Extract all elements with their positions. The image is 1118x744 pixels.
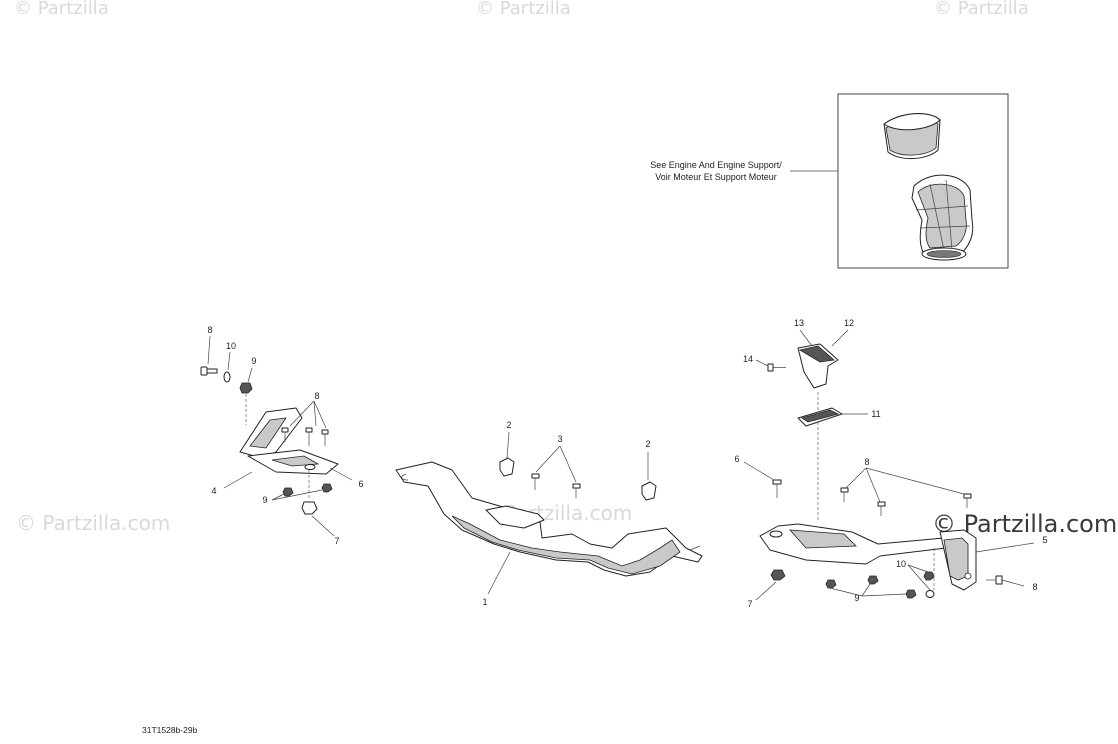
clip-center-2-left xyxy=(499,457,515,477)
callout-right-10: 10 xyxy=(896,559,906,569)
reference-note-line2: Voir Moteur Et Support Moteur xyxy=(655,172,777,182)
nut-right-10b xyxy=(923,571,935,581)
bolt-right-6 xyxy=(772,479,782,498)
nut-right-7 xyxy=(770,569,786,581)
grommet-right-12 xyxy=(797,343,839,389)
callout-right-14: 14 xyxy=(743,354,753,364)
callout-left-6: 6 xyxy=(358,479,363,489)
bracket-right-5 xyxy=(759,523,977,591)
nut-right-9b xyxy=(867,575,879,585)
callout-left-4: 4 xyxy=(211,486,216,496)
callout-left-9-bottom: 9 xyxy=(262,495,267,505)
right-assembly xyxy=(743,329,1035,601)
callout-right-7: 7 xyxy=(747,599,752,609)
watermark-mid-left: © Partzilla.com xyxy=(16,511,170,535)
callout-left-9-top: 9 xyxy=(251,356,256,366)
crossmember-center-1 xyxy=(395,461,703,577)
callout-center-2-right: 2 xyxy=(645,439,650,449)
callout-center-2-left: 2 xyxy=(506,420,511,430)
watermark-top-right: © Partzilla xyxy=(934,0,1029,19)
callout-center-3: 3 xyxy=(557,434,562,444)
intake-duct xyxy=(911,174,974,261)
callout-left-7: 7 xyxy=(334,536,339,546)
callout-left-8-mid: 8 xyxy=(314,391,319,401)
watermark-top-left: © Partzilla xyxy=(14,0,109,19)
callout-left-10: 10 xyxy=(226,341,236,351)
screw-right-14 xyxy=(767,363,786,372)
callout-right-12: 12 xyxy=(844,318,854,328)
bolt-right-8-side xyxy=(986,575,1003,585)
pad-right-11 xyxy=(797,407,843,427)
inset-frame xyxy=(837,93,1009,269)
nut-right-9a xyxy=(825,579,837,589)
nut-right-9c xyxy=(905,589,917,599)
callout-right-5: 5 xyxy=(1042,535,1047,545)
inset-box xyxy=(790,93,1009,269)
callout-right-8-top: 8 xyxy=(864,457,869,467)
clip-center-2-right xyxy=(641,481,657,501)
nut-left-7 xyxy=(301,501,318,515)
callout-left-8: 8 xyxy=(207,325,212,335)
bolt-left-8 xyxy=(200,366,218,376)
callout-right-11: 11 xyxy=(871,409,880,419)
washer-right-10 xyxy=(925,590,935,598)
callout-center-1: 1 xyxy=(482,597,487,607)
intake-cap xyxy=(883,113,941,159)
callout-right-6: 6 xyxy=(734,454,739,464)
callout-right-13: 13 xyxy=(794,318,804,328)
diagram-code: 31T1528b-29b xyxy=(142,725,198,735)
left-assembly xyxy=(200,335,353,537)
bolts-left-8 xyxy=(281,427,329,446)
callout-right-8-bottom: 8 xyxy=(1032,582,1037,592)
screws-center-3 xyxy=(531,473,581,498)
nut-left-9 xyxy=(239,382,253,394)
bolts-right-8 xyxy=(840,487,972,516)
nut-left-9c xyxy=(321,483,333,493)
bracket-left-4 xyxy=(239,407,339,475)
reference-note-line1: See Engine And Engine Support/ xyxy=(650,160,782,170)
watermark-top-center: © Partzilla xyxy=(476,0,571,19)
nut-left-9b xyxy=(282,487,294,497)
washer-left-10 xyxy=(223,371,231,383)
callout-right-9: 9 xyxy=(854,593,859,603)
